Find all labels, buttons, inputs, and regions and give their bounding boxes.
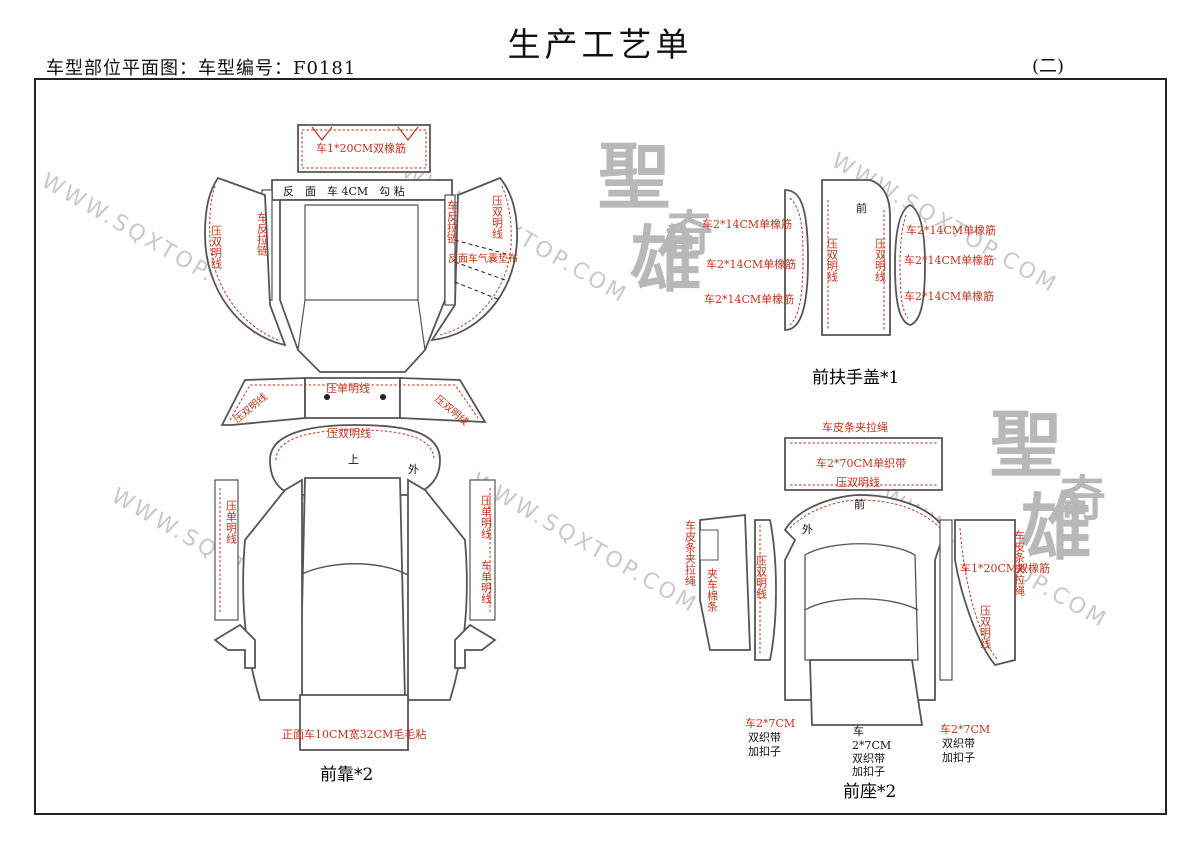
note-armrest-right-1: 车2*14CM单橡筋: [906, 223, 996, 237]
note-armrest-center-right: 压双明线: [874, 238, 887, 282]
seal-char: 聖: [598, 134, 670, 219]
note-armrest-left-1: 车2*14CM单橡筋: [702, 217, 792, 231]
front-armrest-pattern: 前 车2*14CM单橡筋 车2*14CM单橡筋 车2*14CM单橡筋 压双明线 …: [702, 179, 996, 336]
caption-front-seat: 前座*2: [843, 782, 896, 802]
page-number: (二): [1032, 56, 1065, 77]
armrest-left-piece: [784, 189, 809, 331]
note-seat-bottom-left-3: 加扣子: [748, 744, 781, 758]
note-seat-right-a: 车1*20CM双橡筋: [960, 561, 1050, 575]
note-seat-bottom-center-3: 双织带: [852, 752, 885, 765]
note-bottom: 正面车10CM宽32CM毛毛粘: [282, 727, 426, 741]
seal-char: 雄: [630, 217, 702, 302]
caption-front-back: 前靠*2: [320, 765, 373, 785]
label-seat-front: 前: [854, 497, 865, 511]
top-strip-piece: [297, 124, 431, 173]
note-seat-left-c: 压双明线: [755, 555, 768, 599]
note-seat-bottom-right-2: 双织带: [942, 737, 975, 750]
note-seat-bottom-left-1: 车2*7CM: [745, 716, 795, 730]
seal-char: 奇: [1058, 471, 1106, 527]
armrest-right-piece: [894, 203, 926, 326]
left-wing-piece: [204, 176, 287, 347]
note-seat-top-b: 车2*70CM单织带: [816, 456, 906, 470]
note-right-strip-b: 车单明线: [480, 559, 493, 604]
label-up: 上: [348, 453, 359, 466]
note-right-strip: 压单明线: [480, 495, 493, 539]
front-seat-pattern: 车皮条夹拉绳 车2*70CM单织带 压双明线 前 外 车皮条夹拉绳 夹车棉条 压…: [684, 420, 1051, 778]
note-seat-bottom-left-2: 双织带: [748, 731, 781, 744]
note-middle-bar: 压单明线: [326, 381, 370, 395]
note-seat-bottom-right-3: 加扣子: [942, 750, 975, 764]
label-front: 前: [856, 201, 867, 215]
front-back-pattern: 车1*20CM双橡筋 反 面 车 4CM 勾 粘 压双明线 车反拉链 车反拉链 …: [204, 124, 518, 751]
note-seat-bottom-center-4: 加扣子: [852, 764, 885, 778]
seal-char: 雄: [1020, 485, 1092, 570]
note-seat-right-c: 压双明线: [979, 605, 992, 649]
label-out: 外: [408, 463, 419, 476]
page-title: 生产工艺单: [507, 25, 693, 64]
note-seat-top-a: 车皮条夹拉绳: [822, 420, 888, 434]
note-left-strip: 压单明线: [225, 500, 238, 544]
bottom-flap-piece: [299, 694, 409, 751]
note-armrest-left-3: 车2*14CM单橡筋: [704, 292, 794, 306]
seat-top-strip-piece: [784, 437, 943, 491]
note-armrest-right-2: 车2*14CM单橡筋: [904, 253, 994, 267]
note-armrest-center-left: 压双明线: [826, 238, 839, 282]
note-seat-top-c: 压双明线: [836, 475, 880, 489]
armrest-center-piece: [821, 179, 891, 336]
note-seat-left-a: 车皮条夹拉绳: [684, 519, 697, 586]
note-armrest-right-3: 车2*14CM单橡筋: [904, 289, 994, 303]
note-seat-left-b: 夹车棉条: [706, 568, 719, 612]
note-right-wing-b: 压双明线: [491, 195, 504, 239]
drawing-frame: [34, 78, 1167, 815]
seat-bottom-piece: [809, 659, 924, 726]
note-seat-bottom-center-2: 2*7CM: [852, 739, 891, 752]
note-oval: 压双明线: [327, 426, 371, 440]
note-left-wing-a: 压双明线: [210, 225, 223, 269]
note-seat-right-b: 车皮条夹拉绳: [1013, 529, 1026, 596]
seal-char: 奇: [665, 206, 713, 262]
note-left-wing-b: 车反拉链: [256, 211, 269, 256]
seat-right-piece-a: [954, 519, 1016, 667]
note-seat-bottom-center-1: 车: [853, 724, 864, 738]
lower-panel-piece: [299, 477, 406, 701]
label-seat-out: 外: [802, 523, 813, 536]
model-subtitle: 车型部位平面图：车型编号：F0181: [46, 58, 357, 79]
note-upper-band: 反 面 车 4CM 勾 粘: [283, 184, 405, 198]
right-wing-piece: [430, 176, 518, 342]
watermark-text: WWW.SQXTOP.COM: [467, 469, 702, 619]
caption-front-armrest: 前扶手盖*1: [812, 368, 899, 388]
note-top-strip: 车1*20CM双橡筋: [316, 141, 406, 155]
seat-right-piece-b: [939, 519, 953, 681]
note-armrest-left-2: 车2*14CM单橡筋: [706, 257, 796, 271]
seal-char: 聖: [990, 402, 1062, 487]
note-seat-bottom-right-1: 车2*7CM: [940, 722, 990, 736]
note-right-wing-c: 反面车气囊垫布: [448, 252, 518, 265]
note-right-wing-a: 车反拉链: [446, 199, 459, 244]
